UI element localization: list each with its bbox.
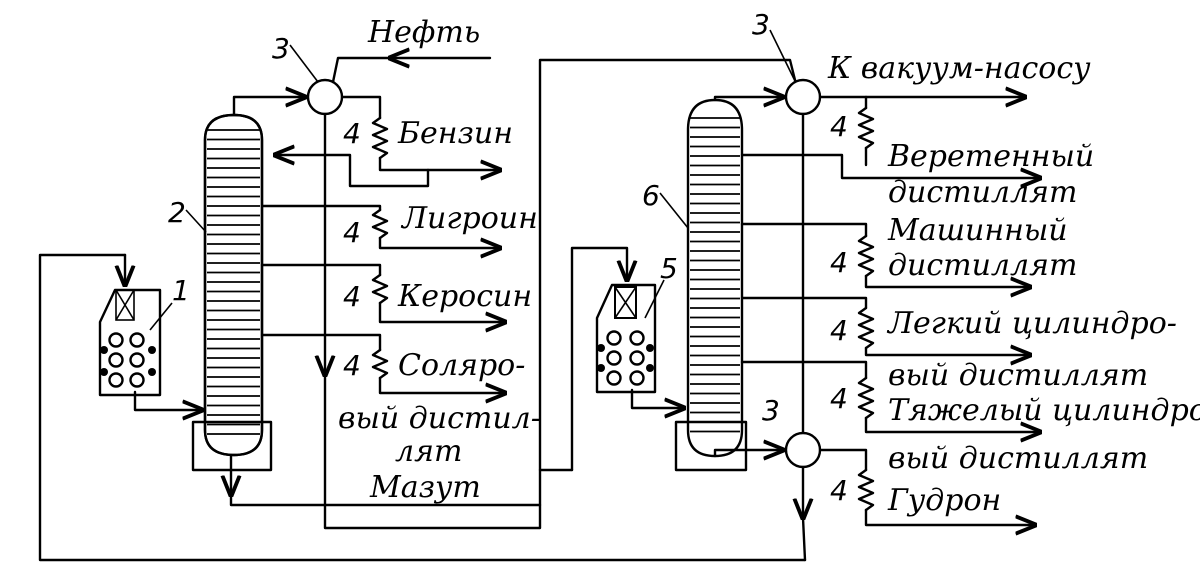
label-gasoline: Бензин [397, 116, 513, 151]
cooler-gasoline-number: 4 [343, 117, 361, 150]
exchanger-right-top-number: 3 [752, 8, 770, 41]
heat-exchanger-left [306, 78, 344, 116]
furnace-1 [98, 288, 162, 397]
label-kerosene: Керосин [397, 279, 532, 314]
label-ligroin: Лигроин [400, 201, 538, 236]
label-machine-2: дистиллят [888, 248, 1077, 283]
furnace-5-number: 5 [660, 252, 678, 285]
label-light-cyl-1: Легкий цилиндро- [886, 306, 1177, 341]
furnace-1-number: 1 [172, 274, 190, 307]
exchanger-left-number: 3 [272, 32, 290, 65]
furnace-5 [595, 283, 657, 394]
heat-exchanger-right-top [784, 78, 822, 116]
label-light-cyl-2: вый дистиллят [888, 358, 1148, 393]
cooler-light-cyl-number: 4 [830, 314, 848, 347]
column-2 [191, 113, 273, 472]
exchanger-right-bottom-number: 3 [762, 394, 780, 427]
label-mazut: Мазут [369, 470, 481, 505]
cooler-tar-number: 4 [830, 474, 848, 507]
label-vacuum-pump: К вакуум-насосу [827, 51, 1091, 86]
label-heavy-cyl-1: Тяжелый цилиндро- [888, 393, 1200, 428]
label-heavy-cyl-2: вый дистиллят [888, 441, 1148, 476]
heat-exchanger-right-bottom [784, 431, 822, 469]
label-spindle-1: Веретенный [887, 139, 1094, 174]
label-solar-2: вый дистил- [338, 401, 541, 436]
column-6-number: 6 [642, 179, 660, 212]
cooler-spindle-number: 4 [830, 110, 848, 143]
label-machine-1: Машинный [887, 213, 1068, 248]
label-tar: Гудрон [887, 483, 1001, 518]
cooler-kerosene-number: 4 [343, 280, 361, 313]
label-oil: Нефть [367, 15, 480, 50]
cooler-solar-number: 4 [343, 349, 361, 382]
cooler-ligroin-number: 4 [343, 216, 361, 249]
label-spindle-2: дистиллят [888, 175, 1077, 210]
column-2-number: 2 [168, 196, 186, 229]
label-solar-3: лят [395, 434, 462, 469]
label-solar-1: Соляро- [398, 348, 525, 383]
cooler-machine-number: 4 [830, 246, 848, 279]
cooler-heavy-cyl-number: 4 [830, 382, 848, 415]
column-6 [674, 98, 748, 472]
